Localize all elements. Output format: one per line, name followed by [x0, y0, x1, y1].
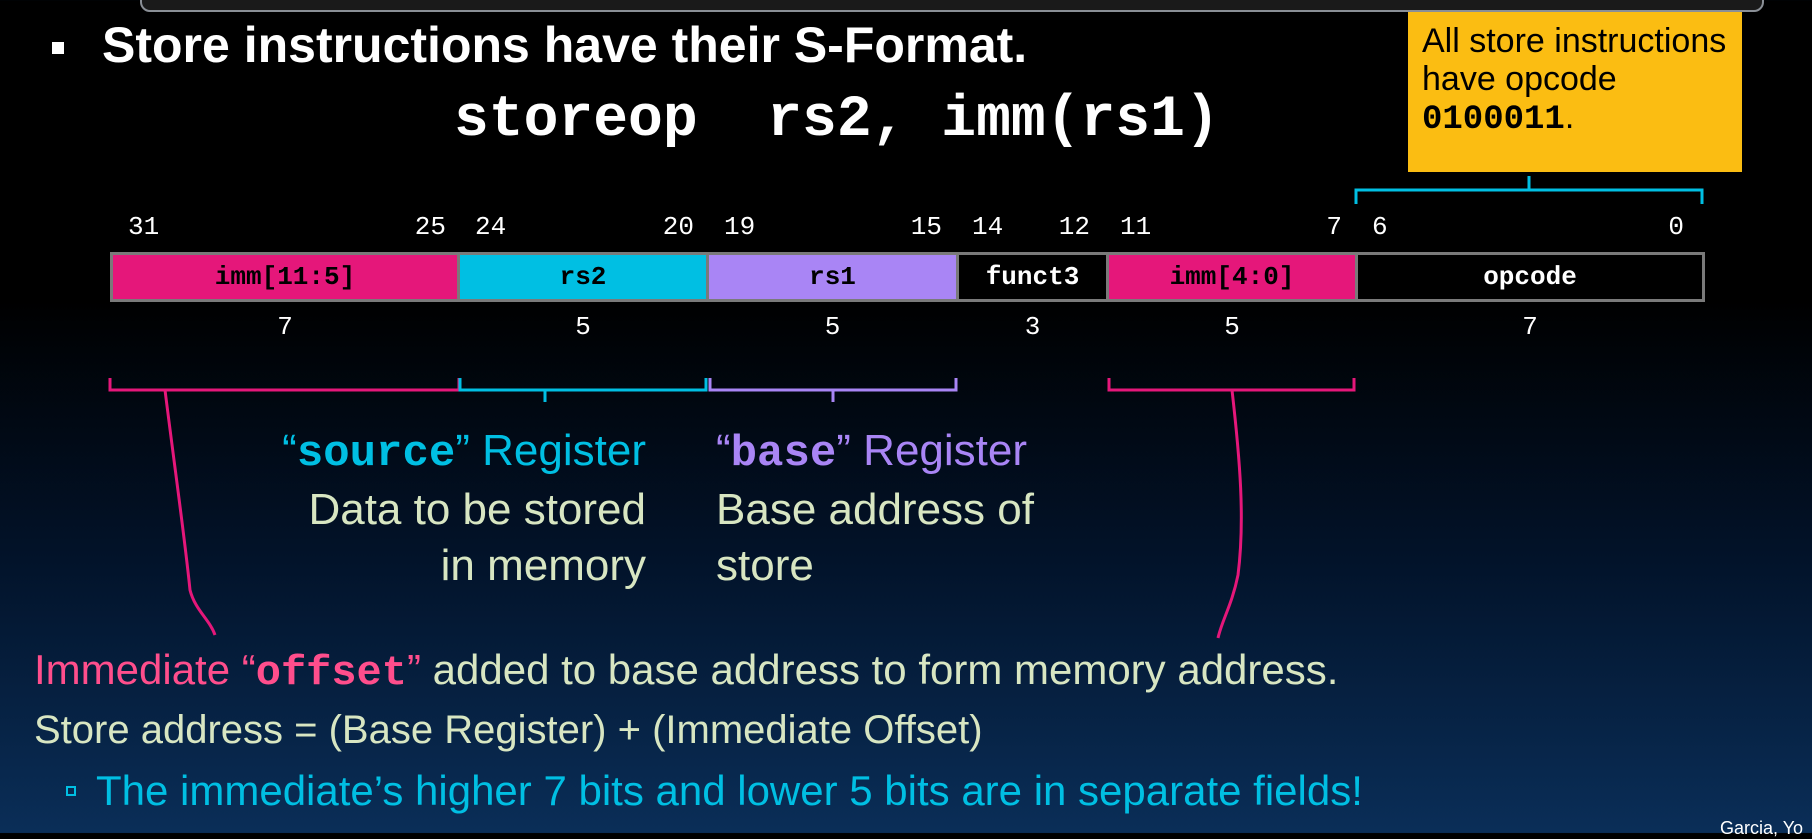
width-imm-4-0: 5	[1224, 312, 1240, 342]
source-quote-open: “	[282, 426, 297, 475]
rs1-bracket	[708, 378, 958, 402]
width-funct3: 3	[1024, 312, 1041, 342]
field-opcode: opcode	[1355, 252, 1705, 302]
width-rs1: 5	[824, 312, 841, 342]
base-register-desc: “base” Register Base address of store	[716, 423, 1034, 594]
bit-31: 31	[128, 212, 160, 242]
bit-20: 20	[662, 212, 694, 242]
source-register-line-3: in memory	[440, 541, 646, 590]
bit-25: 25	[414, 212, 446, 242]
base-quote-open: “	[716, 426, 731, 475]
source-register-heading: “source” Register	[282, 423, 646, 482]
imm-low-bracket	[1107, 378, 1356, 392]
base-register-line-2: Base address of	[716, 485, 1034, 534]
source-register-desc: “source” Register Data to be stored in m…	[282, 423, 646, 594]
bit-12: 12	[1058, 212, 1090, 242]
sub-bullet-square-icon	[66, 786, 76, 796]
footer-author: Garcia, Yo	[1720, 818, 1804, 838]
opcode-value: 0100011	[1422, 101, 1565, 139]
opcode-bracket	[1354, 176, 1704, 204]
immediate-offset-line: Immediate “offset” added to base address…	[34, 642, 1338, 701]
bullet-square-icon	[52, 42, 64, 54]
immediate-quote-close: ”	[406, 646, 421, 693]
field-rs2: rs2	[457, 252, 709, 302]
bit-15: 15	[910, 212, 942, 242]
base-quote-close: ”	[836, 426, 851, 475]
base-keyword: base	[730, 429, 837, 479]
bit-6: 6	[1372, 212, 1388, 242]
imm-low-connector	[1216, 389, 1243, 639]
width-imm-11-5: 7	[277, 312, 293, 342]
callout-period: .	[1564, 98, 1575, 136]
source-keyword: source	[296, 429, 456, 479]
base-register-word: Register	[863, 426, 1028, 475]
width-opcode: 7	[1522, 312, 1538, 342]
base-register-heading: “base” Register	[716, 423, 1034, 482]
base-register-line-3: store	[716, 541, 814, 590]
opcode-callout: All store instructions have opcode 01000…	[1408, 12, 1742, 172]
imm-high-connector	[163, 389, 217, 636]
immediate-rest: added to base address to form memory add…	[432, 646, 1339, 693]
bit-7: 7	[1326, 212, 1342, 242]
top-frame-bar	[140, 0, 1764, 12]
field-imm-4-0: imm[4:0]	[1106, 252, 1358, 302]
bit-19: 19	[724, 212, 756, 242]
sub-bullet-text: The immediate’s higher 7 bits and lower …	[96, 767, 1363, 814]
offset-keyword: offset	[255, 649, 407, 697]
source-quote-close: ”	[455, 426, 470, 475]
callout-line-3: 0100011.	[1422, 98, 1728, 139]
store-address-formula: Store address = (Base Register) + (Immed…	[34, 708, 983, 752]
callout-line-2: have opcode	[1422, 60, 1617, 98]
field-funct3: funct3	[956, 252, 1109, 302]
bit-11: 11	[1120, 212, 1152, 242]
field-imm-11-5: imm[11:5]	[110, 252, 460, 302]
source-register-word: Register	[482, 426, 646, 475]
source-register-line-2: Data to be stored	[308, 485, 646, 534]
bit-24: 24	[475, 212, 507, 242]
bit-14: 14	[972, 212, 1004, 242]
rs2-bracket	[458, 378, 708, 402]
slide-title: Store instructions have their S-Format.	[102, 17, 1028, 73]
instruction-syntax: storeop rs2, imm(rs1)	[454, 88, 1220, 153]
callout-line-1: All store instructions	[1422, 22, 1727, 60]
field-rs1: rs1	[706, 252, 959, 302]
bit-0: 0	[1668, 212, 1684, 242]
width-rs2: 5	[575, 312, 591, 342]
immediate-prefix: Immediate “	[34, 646, 256, 693]
imm-high-bracket	[108, 378, 461, 392]
